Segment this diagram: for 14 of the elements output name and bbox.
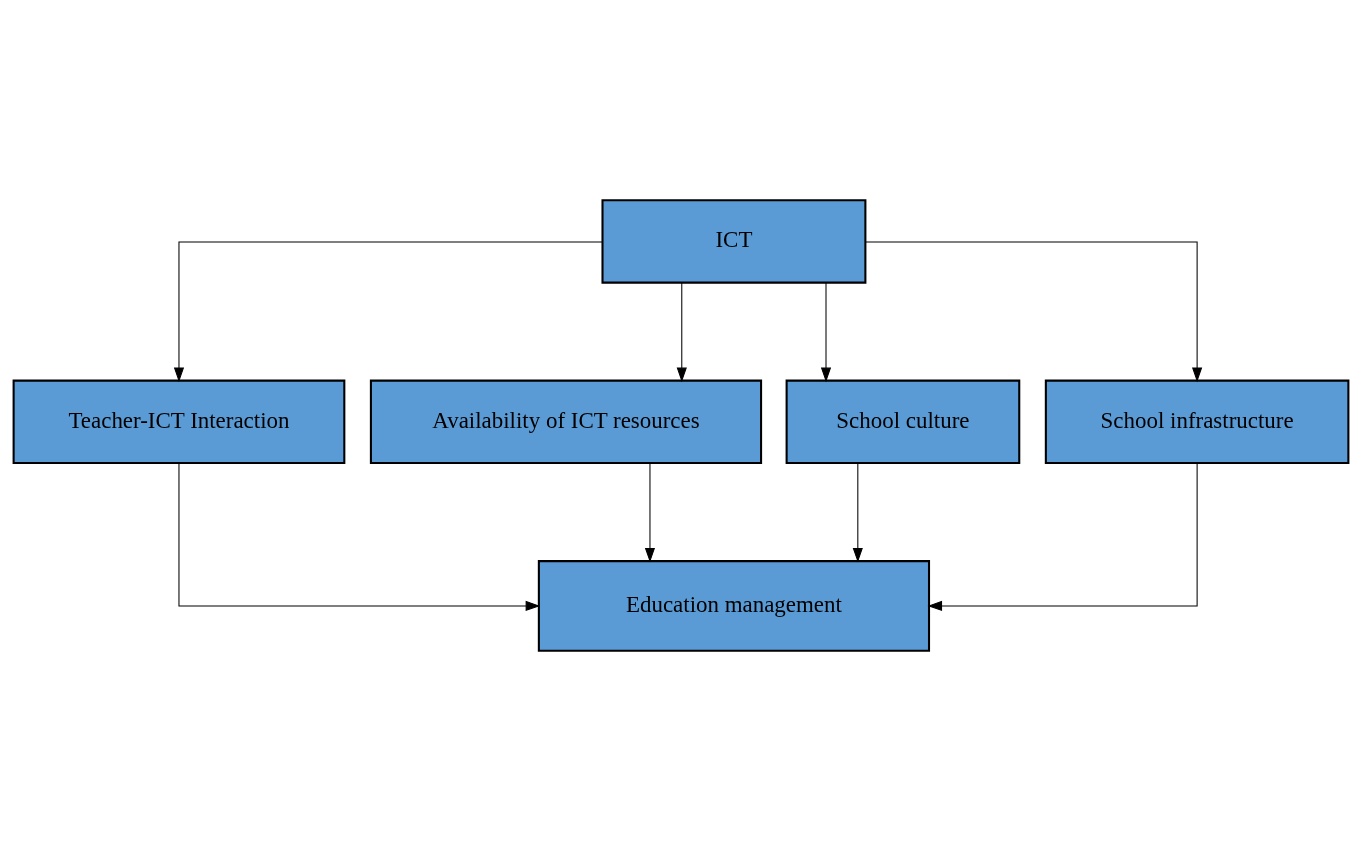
node-box: ICT bbox=[601, 198, 867, 284]
arrow bbox=[178, 462, 541, 611]
node-box: Education management bbox=[537, 559, 931, 652]
arrow bbox=[173, 240, 603, 382]
arrow bbox=[820, 281, 832, 382]
arrow bbox=[644, 462, 656, 562]
node-box: Teacher-ICT Interaction bbox=[12, 379, 346, 464]
arrow bbox=[864, 240, 1203, 382]
arrow bbox=[927, 462, 1198, 611]
node-box: Availability of ICT resources bbox=[369, 379, 763, 464]
node-box: School infrastructure bbox=[1044, 379, 1350, 464]
node-box: School culture bbox=[785, 379, 1021, 464]
arrow bbox=[676, 281, 687, 382]
arrow bbox=[852, 462, 863, 562]
